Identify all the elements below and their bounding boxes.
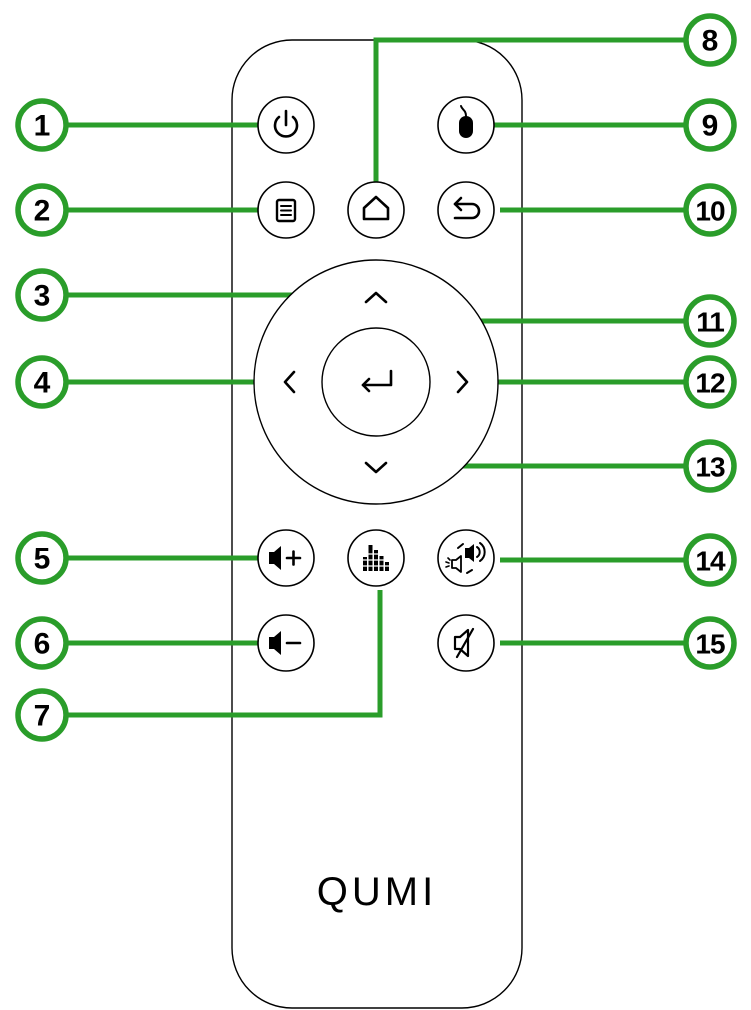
- svg-text:14: 14: [695, 546, 726, 577]
- svg-text:3: 3: [34, 280, 51, 313]
- callout-14: 14: [683, 533, 737, 587]
- mute-button[interactable]: [437, 614, 495, 672]
- svg-text:1: 1: [34, 110, 51, 143]
- equalizer-icon: [361, 545, 391, 571]
- svg-text:5: 5: [34, 543, 51, 576]
- callout-15: 15: [683, 616, 737, 670]
- callout-11: 11: [683, 294, 737, 348]
- callout-3: 3: [15, 268, 69, 322]
- mouse-button[interactable]: [437, 96, 495, 154]
- power-button[interactable]: [257, 96, 315, 154]
- dpad-right-button[interactable]: [456, 370, 469, 394]
- callout-8: 8: [683, 13, 737, 67]
- callout-10: 10: [683, 183, 737, 237]
- speaker-mode-button[interactable]: [437, 529, 495, 587]
- chevron-up-icon: [364, 291, 388, 304]
- svg-text:12: 12: [695, 368, 725, 399]
- svg-text:2: 2: [34, 195, 51, 228]
- callout-9: 9: [683, 98, 737, 152]
- dpad-left-button[interactable]: [283, 370, 296, 394]
- speaker-plus-icon: [269, 546, 302, 570]
- power-icon: [273, 109, 299, 138]
- mute-icon: [453, 627, 475, 659]
- speaker-minus-icon: [269, 631, 302, 655]
- svg-text:9: 9: [702, 110, 719, 143]
- svg-text:11: 11: [696, 307, 724, 338]
- brand-logo: QUMI: [317, 870, 437, 914]
- menu-list-icon: [275, 198, 297, 223]
- speaker-toggle-icon: [445, 542, 486, 574]
- volume-down-button[interactable]: [257, 614, 315, 672]
- enter-icon: [361, 369, 393, 393]
- back-button[interactable]: [437, 181, 495, 239]
- callout-5: 5: [15, 531, 69, 585]
- callout-2: 2: [15, 183, 69, 237]
- chevron-left-icon: [283, 370, 296, 394]
- svg-text:7: 7: [34, 700, 51, 733]
- dpad-down-button[interactable]: [364, 461, 388, 474]
- callout-6: 6: [15, 616, 69, 670]
- menu-button[interactable]: [257, 181, 315, 239]
- svg-text:10: 10: [695, 196, 725, 227]
- svg-text:6: 6: [34, 628, 51, 661]
- chevron-right-icon: [456, 370, 469, 394]
- callout-1: 1: [15, 98, 69, 152]
- svg-text:8: 8: [702, 25, 719, 58]
- leader-line-7: [68, 590, 383, 718]
- home-button[interactable]: [347, 181, 405, 239]
- callout-7: 7: [15, 688, 69, 742]
- callout-4: 4: [15, 355, 69, 409]
- svg-text:15: 15: [695, 629, 725, 660]
- back-arrow-icon: [453, 196, 481, 220]
- dpad: [253, 259, 499, 505]
- equalizer-button[interactable]: [347, 529, 405, 587]
- svg-text:13: 13: [695, 452, 725, 483]
- mouse-icon: [459, 105, 473, 138]
- home-icon: [362, 195, 390, 221]
- chevron-down-icon: [364, 461, 388, 474]
- svg-text:4: 4: [34, 367, 51, 400]
- leader-line-8: [373, 37, 686, 188]
- dpad-up-button[interactable]: [364, 291, 388, 304]
- callout-13: 13: [683, 439, 737, 493]
- callout-12: 12: [683, 355, 737, 409]
- enter-button[interactable]: [321, 327, 431, 437]
- volume-up-button[interactable]: [257, 529, 315, 587]
